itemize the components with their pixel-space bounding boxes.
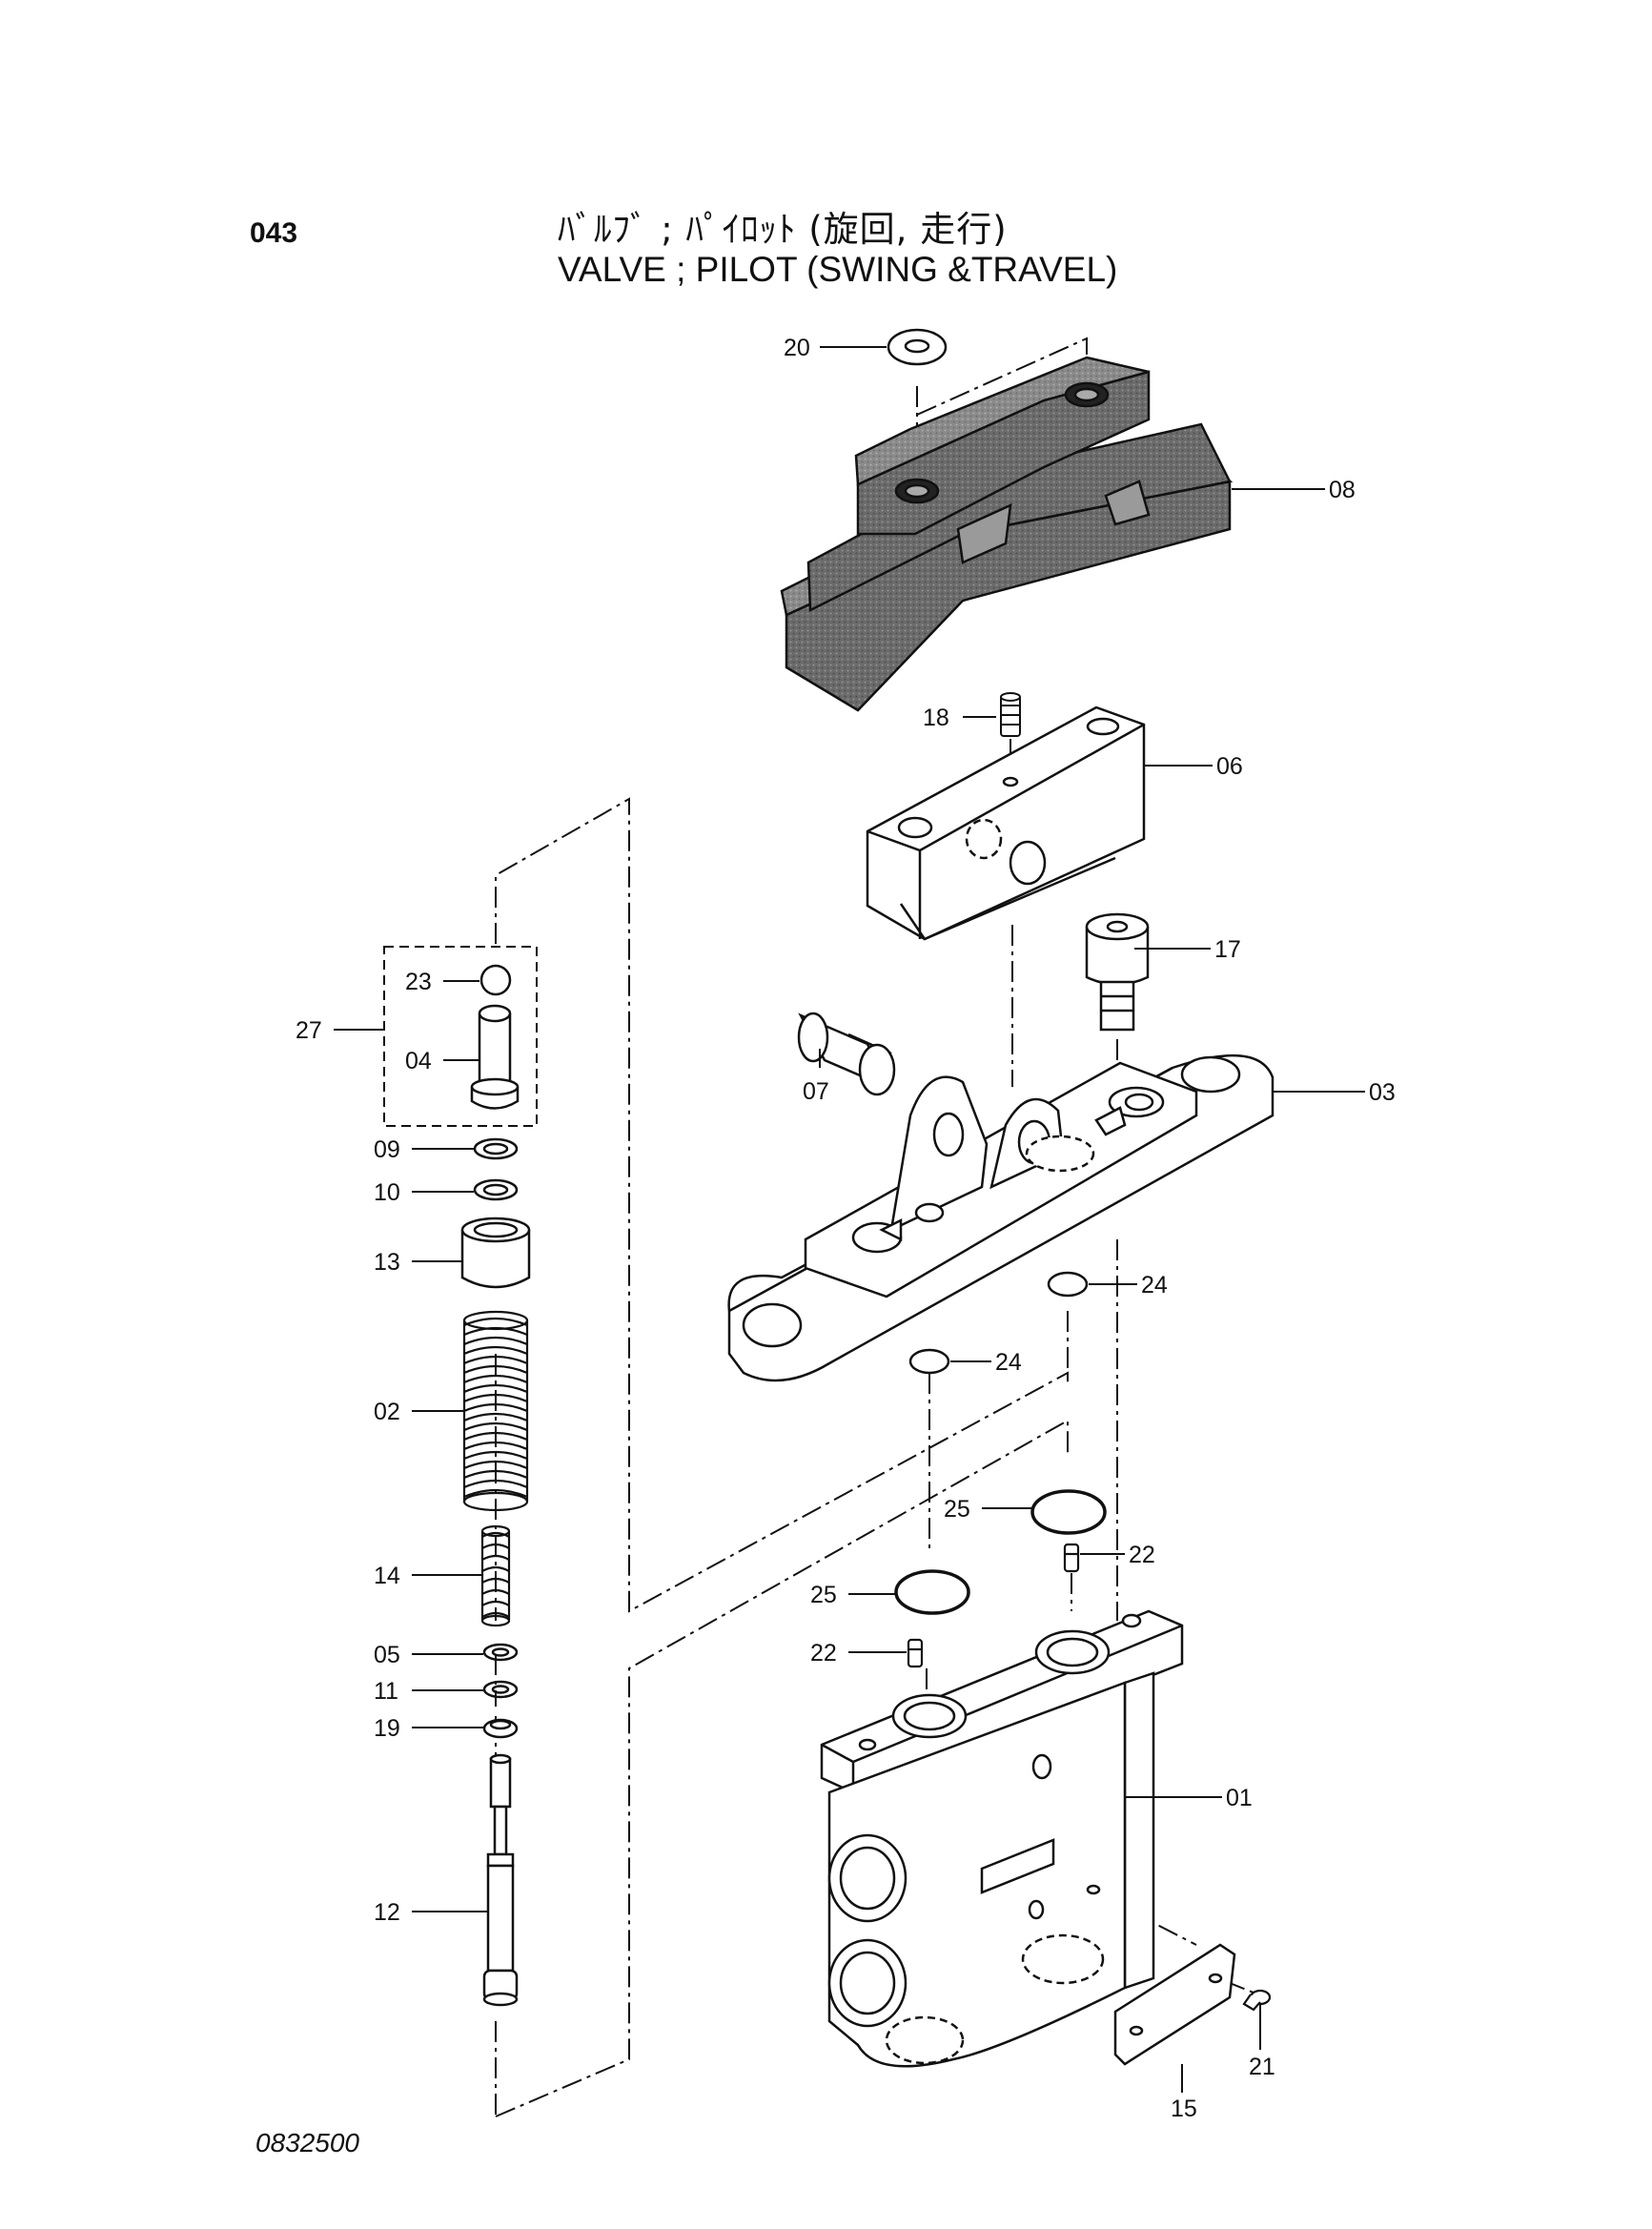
part-09-washer — [473, 1137, 519, 1160]
callout-25-upper: 25 — [944, 1496, 970, 1523]
part-01-valve-body — [820, 1609, 1184, 2068]
callout-17: 17 — [1214, 936, 1241, 963]
part-12-plunger — [482, 1753, 519, 2007]
callout-leaders — [334, 346, 1365, 2093]
callout-05: 05 — [374, 1642, 400, 1668]
part-24-o-rings — [908, 1271, 1089, 1375]
callout-21: 21 — [1249, 2054, 1275, 2080]
part-04-spring-seat — [470, 1004, 520, 1110]
callout-15: 15 — [1171, 2096, 1197, 2122]
part-21-screw — [1242, 1989, 1272, 2012]
part-19-washer — [482, 1718, 519, 1739]
page-code: 043 — [250, 217, 298, 249]
callout-27: 27 — [296, 1017, 322, 1044]
part-17-cap-screw — [1085, 912, 1150, 1032]
part-05-washer — [482, 1643, 519, 1662]
title-japanese: ﾊﾞﾙﾌﾞ ; ﾊﾟｲﾛｯﾄ (旋回, 走行) — [558, 209, 1008, 250]
callout-20: 20 — [784, 335, 810, 361]
part-18-set-screw — [1000, 692, 1021, 737]
callout-10: 10 — [374, 1179, 400, 1206]
callout-02: 02 — [374, 1399, 400, 1425]
title-english: VALVE ; PILOT (SWING &TRAVEL) — [558, 250, 1118, 289]
callout-18: 18 — [923, 705, 949, 731]
part-23-ball — [479, 964, 512, 996]
callout-04: 04 — [405, 1048, 432, 1074]
part-13-seat — [460, 1217, 531, 1289]
callout-01: 01 — [1226, 1785, 1253, 1811]
callout-22-upper: 22 — [1129, 1542, 1155, 1568]
part-06-cam-block — [866, 706, 1146, 941]
callout-23: 23 — [405, 969, 432, 995]
callout-07: 07 — [803, 1078, 829, 1105]
callout-24-lower: 24 — [995, 1349, 1022, 1376]
callout-25-lower: 25 — [810, 1582, 837, 1608]
drawing-number: 0832500 — [255, 2128, 360, 2157]
callout-numbers: 20 08 18 06 17 07 03 24 24 23 27 04 09 1… — [296, 335, 1396, 2122]
callout-13: 13 — [374, 1249, 400, 1276]
callout-06: 06 — [1216, 753, 1243, 780]
callout-03: 03 — [1369, 1079, 1396, 1106]
callout-09: 09 — [374, 1136, 400, 1163]
part-15-plate — [1113, 1943, 1236, 2066]
part-20-washer — [887, 328, 948, 366]
callout-14: 14 — [374, 1563, 400, 1589]
part-03-bracket — [727, 1053, 1275, 1382]
callout-12: 12 — [374, 1899, 400, 1926]
callout-11: 11 — [374, 1678, 398, 1705]
part-25-o-rings — [894, 1489, 1107, 1615]
callout-08: 08 — [1329, 477, 1356, 503]
part-10-washer — [473, 1178, 519, 1201]
callout-19: 19 — [374, 1715, 400, 1742]
part-22-pins — [907, 1543, 1080, 1668]
part-11-washer — [482, 1680, 519, 1699]
group-27-box — [383, 946, 538, 1127]
callout-24-upper: 24 — [1141, 1272, 1168, 1299]
callout-22-lower: 22 — [810, 1640, 837, 1667]
part-08-rubber-boot — [780, 356, 1234, 712]
